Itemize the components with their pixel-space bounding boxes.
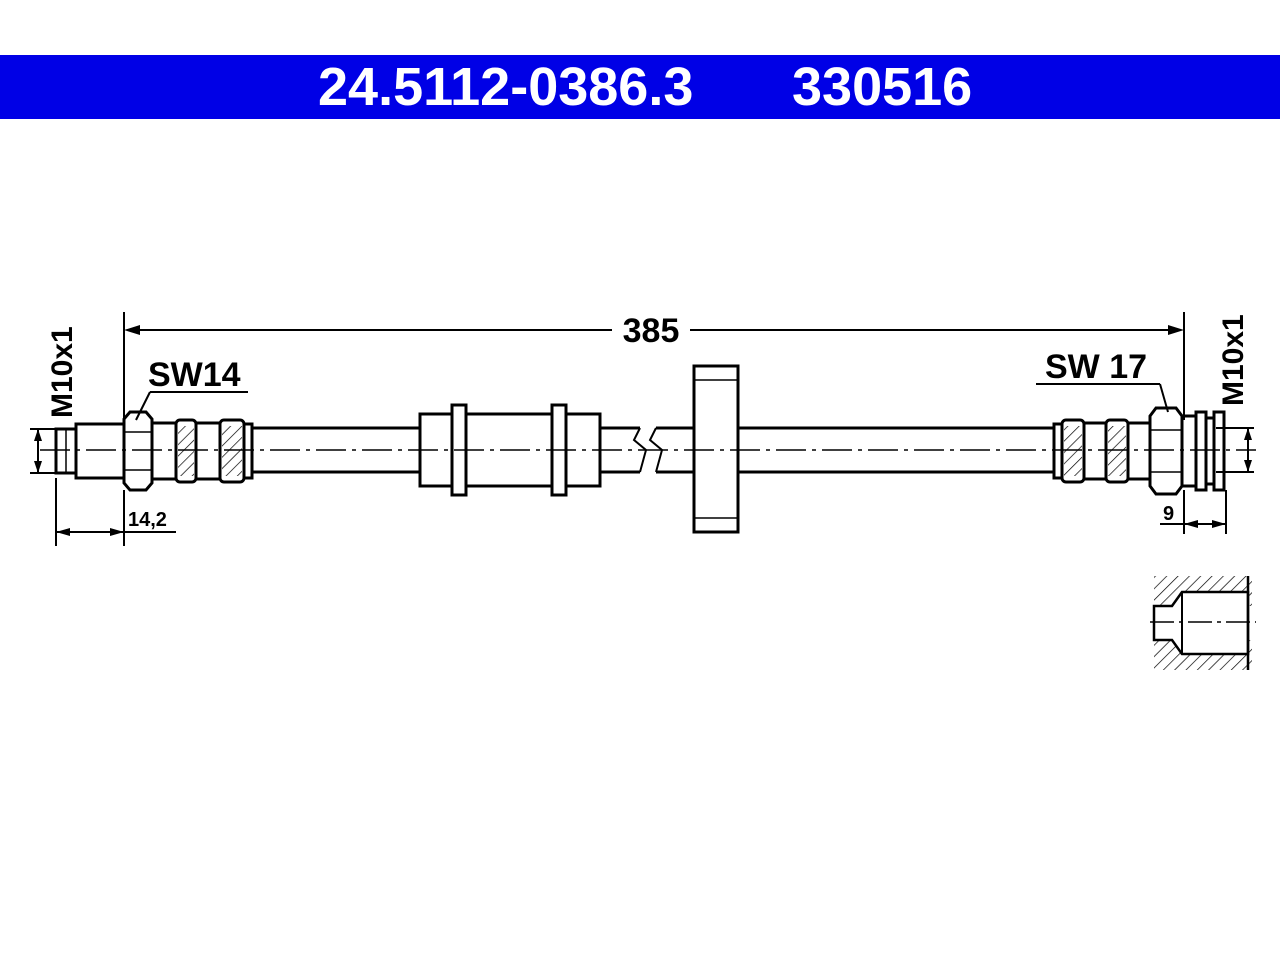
left-thread-label: M10x1 bbox=[46, 326, 79, 418]
bracket-clip bbox=[692, 364, 740, 534]
right-wrench-size-label: SW 17 bbox=[1045, 348, 1147, 386]
right-female-fitting bbox=[1052, 406, 1226, 496]
right-thread-label: M10x1 bbox=[1217, 314, 1250, 406]
reference-number: 330516 bbox=[792, 57, 973, 117]
header-bar: 24.5112-0386.3 330516 bbox=[0, 55, 1280, 119]
left-crimp-hatching-2 bbox=[222, 426, 242, 476]
left-thread-length-label: 14,2 bbox=[128, 509, 167, 531]
right-crimp-hatching bbox=[1064, 426, 1082, 476]
part-number: 24.5112-0386.3 bbox=[318, 57, 694, 117]
left-wrench-size-label: SW14 bbox=[148, 356, 241, 394]
right-crimp-hatching-2 bbox=[1108, 426, 1126, 476]
right-thread-depth-label: 9 bbox=[1163, 503, 1174, 525]
overall-length-label: 385 bbox=[623, 312, 680, 350]
female-port-detail bbox=[1150, 576, 1256, 670]
left-crimp-hatching bbox=[178, 426, 194, 476]
